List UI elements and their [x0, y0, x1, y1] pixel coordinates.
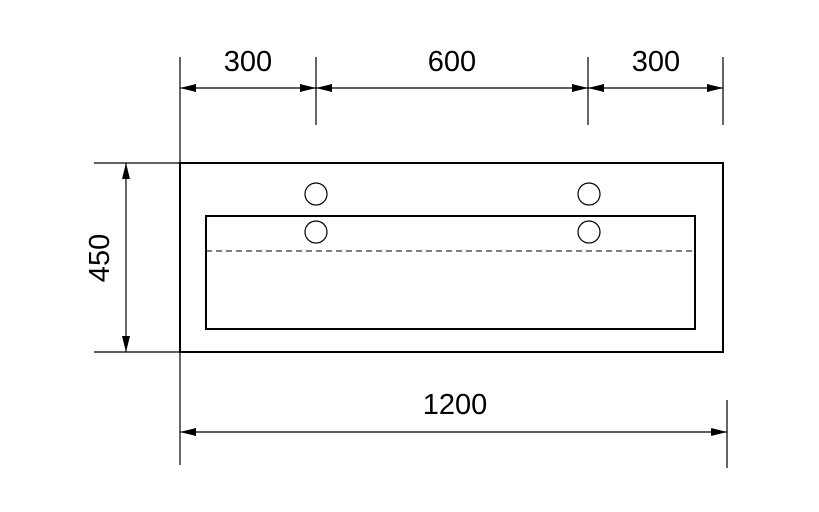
- left-dimension-line: [122, 163, 130, 352]
- dimension-label-top-right: 300: [632, 46, 680, 78]
- top-dimension-lines: [180, 84, 723, 92]
- bottom-extension-lines: [179, 352, 728, 468]
- faucet-hole-left: [304, 182, 328, 206]
- left-extension-lines: [94, 162, 180, 353]
- drain-hole-right: [577, 220, 601, 244]
- drain-hole-left: [304, 220, 328, 244]
- top-extension-lines: [179, 57, 724, 163]
- dimension-label-top-middle: 600: [428, 46, 476, 78]
- outer-body: [179, 162, 724, 353]
- dimension-label-top-left: 300: [224, 46, 272, 78]
- faucet-hole-right: [577, 182, 601, 206]
- basin: [205, 215, 696, 330]
- bottom-dimension-line: [180, 428, 727, 436]
- dimension-label-height: 450: [84, 234, 116, 282]
- dimension-label-total-width: 1200: [423, 389, 488, 421]
